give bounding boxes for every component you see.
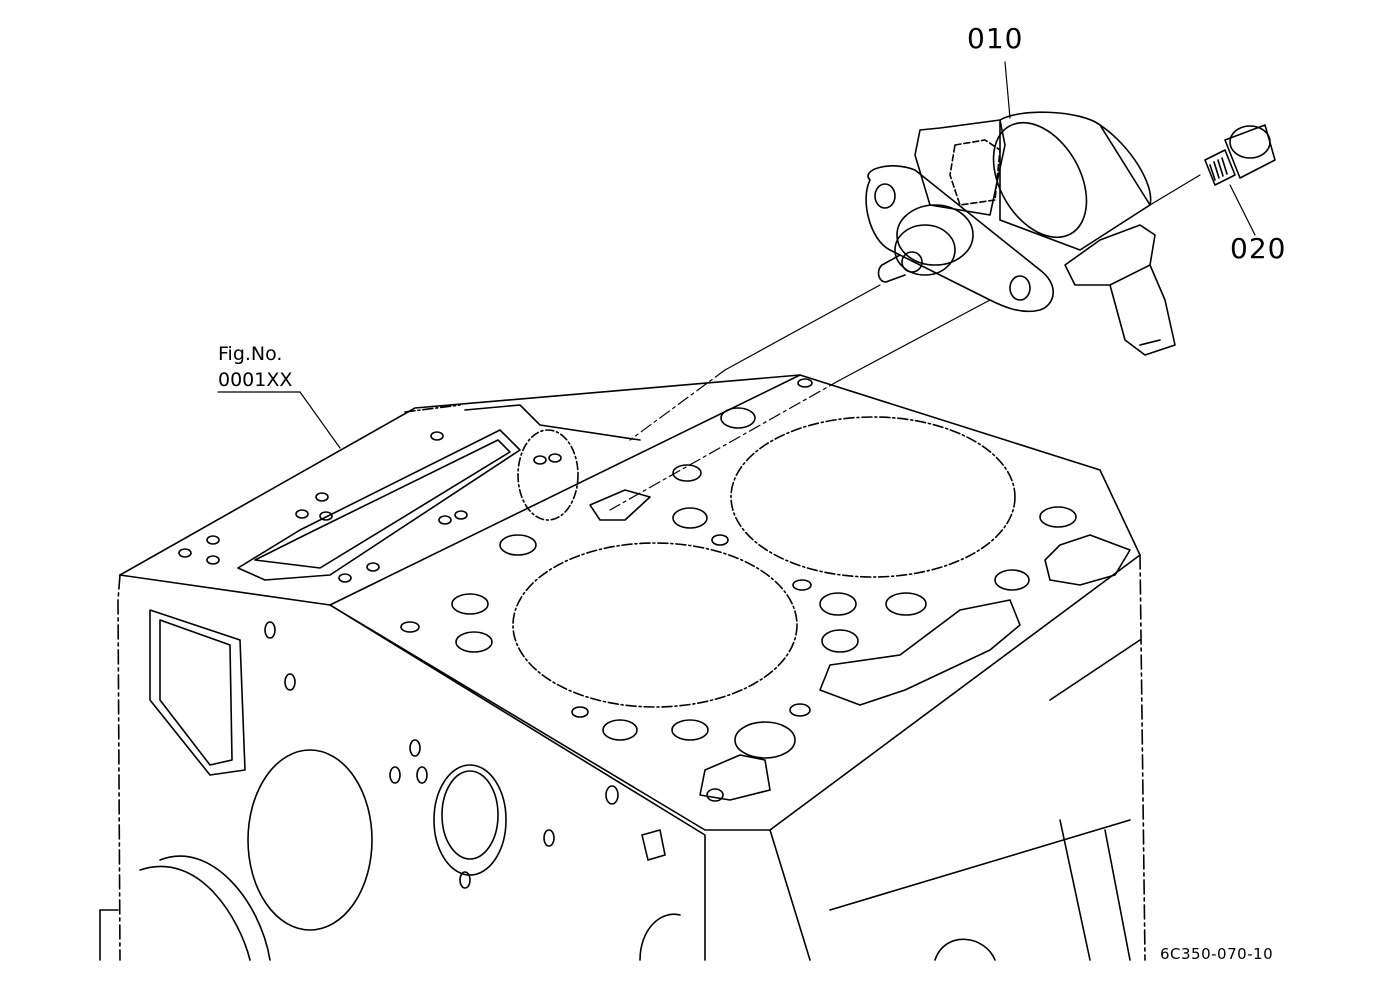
fig-no-value: 0001XX (218, 369, 293, 391)
part-label-010: 010 (967, 22, 1024, 55)
drawing-code: 6C350-070-10 (1160, 945, 1274, 963)
cylinder-block (99, 374, 1146, 961)
alignment-lines (217, 61, 1256, 511)
fig-no-label: Fig.No. (218, 343, 283, 365)
bolt-020 (1204, 124, 1276, 186)
solenoid-actuator-010 (865, 111, 1176, 356)
part-label-020: 020 (1230, 232, 1287, 265)
